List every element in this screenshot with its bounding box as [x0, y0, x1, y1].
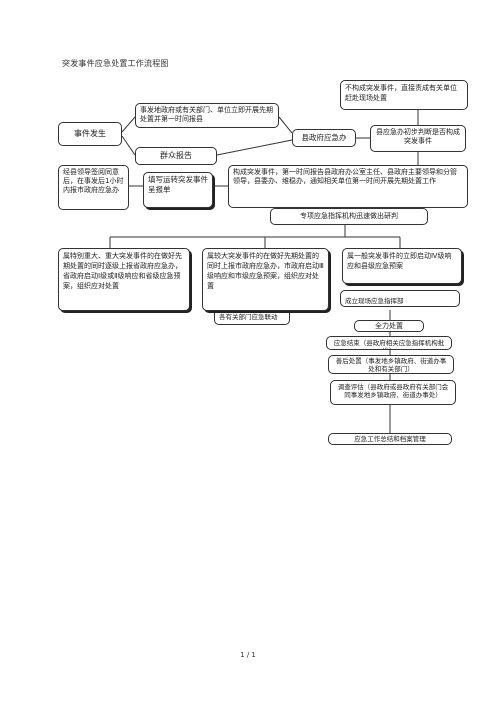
connector-dept-to-office	[278, 116, 293, 134]
public-report-box: 群众报告	[135, 147, 217, 165]
investigation-box: 调查评估（县政府或县政府有关部门会同事发地乡镇政府、街道办事处）	[330, 380, 456, 405]
event-occurs-box: 事件发生	[58, 122, 122, 146]
is-emergency-box: 构成突发事件，第一时间报告县政府办公室主任、县政府主要领导和分管领导，县委办、维…	[228, 165, 468, 208]
not-emergency-box: 不构成突发事件，直接责成有关单位赶赴现场处置	[340, 80, 468, 110]
response-end-box: 应急结束（县政府相关应急指挥机构批准）	[326, 336, 452, 350]
page-number: 1 / 1	[240, 651, 256, 659]
connector-public-to-office	[216, 139, 293, 156]
county-emergency-office-box: 县政府应急办	[292, 129, 356, 147]
fill-report-box: 填写运转突发事件呈报单	[143, 172, 213, 208]
special-hq-box: 专项应急指挥机构迅速做出研判	[270, 208, 428, 225]
full-response-box: 全力处置	[354, 320, 424, 332]
level-4-box: 属一般突发事件的立即启动Ⅳ级响应和县级应急预案	[342, 248, 462, 284]
dept-report-box: 事发地政府或有关部门、单位立即开展先期处置并第一时间报县	[135, 103, 279, 128]
level-3-box: 属较大突发事件的在做好先期处置的同时上报市政府应急办，市政府启动Ⅲ级响应和市级应…	[202, 248, 329, 311]
level-4-behind-box: 成立现场应急指挥部	[340, 290, 460, 307]
aftermath-box: 善后处置（事发地乡镇政府、街道办事处和有关部门）	[328, 355, 454, 374]
leader-review-box: 经县领导签阅同意后，在事发后1小时内报市政府应急办	[58, 165, 129, 210]
level-1-2-box: 属特别重大、重大突发事件的在做好先期处置的同时逐级上报省政府应急办，省政府启动Ⅰ…	[58, 248, 190, 311]
connector-event-to-public	[121, 135, 136, 156]
connector-event-to-dept	[121, 116, 136, 133]
initial-judgment-box: 县应急办初步判断是否构成突发事件	[370, 125, 466, 152]
page-title: 突发事件应急处置工作流程图	[62, 59, 169, 68]
work-summary-box: 应急工作总结和档案管理	[328, 433, 452, 445]
